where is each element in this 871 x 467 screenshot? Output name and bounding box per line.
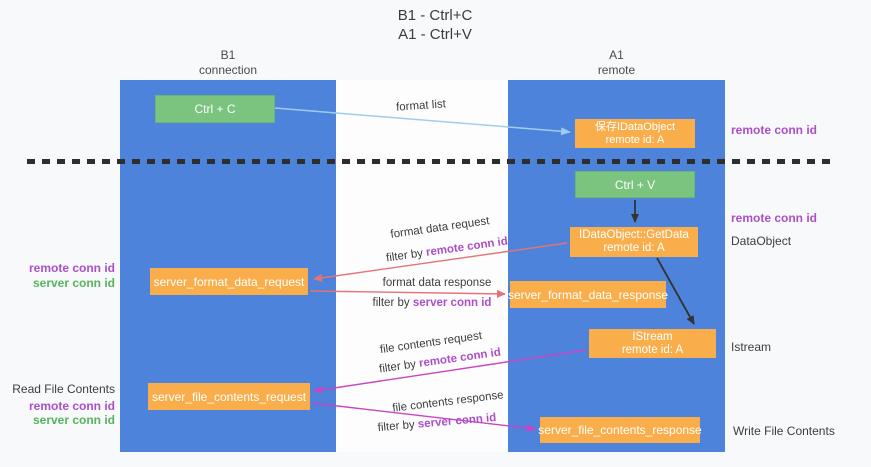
server-conn-id-text: server conn id bbox=[412, 297, 492, 309]
node-ctrl-v: Ctrl + V bbox=[575, 171, 695, 198]
title-line-1: B1 - Ctrl+C bbox=[397, 7, 473, 24]
annotation-remote-conn-id-left-2: remote conn id bbox=[28, 399, 115, 413]
node-ctrl-c-label: Ctrl + C bbox=[194, 102, 236, 116]
annotation-server-conn-id-left-2: server conn id bbox=[32, 413, 115, 427]
node-ctrl-c: Ctrl + C bbox=[155, 95, 275, 123]
node-getdata-line2: remote id: A bbox=[603, 242, 665, 254]
node-save-idataobject-line2: remote id: A bbox=[605, 133, 665, 146]
annotation-remote-conn-id-mid: remote conn id bbox=[731, 211, 818, 225]
node-server-format-data-request: server_format_data_request bbox=[150, 268, 308, 295]
lane-header-a1: A1 remote bbox=[508, 48, 725, 78]
lane-a1-name: A1 bbox=[609, 48, 624, 62]
node-save-idataobject: 保存IDataObject remote id: A bbox=[575, 119, 695, 148]
node-server-file-contents-response: server_file_contents_response bbox=[538, 417, 702, 443]
node-server-format-data-response: server_format_data_response bbox=[507, 281, 669, 308]
node-server-format-data-response-label: server_format_data_response bbox=[507, 287, 669, 302]
title-line-2: A1 - Ctrl+V bbox=[398, 26, 472, 43]
node-istream-line2: remote id: A bbox=[621, 343, 684, 356]
node-server-format-data-request-label: server_format_data_request bbox=[153, 274, 305, 289]
annotation-istream: Istream bbox=[731, 340, 772, 354]
node-getdata-line1: IDataObject::GetData bbox=[579, 229, 689, 241]
annotation-dataobject: DataObject bbox=[731, 234, 792, 248]
node-server-file-contents-request: server_file_contents_request bbox=[148, 383, 310, 410]
edge-label-format-data-response-filter: filter by server conn id bbox=[373, 297, 492, 309]
node-istream: IStream remote id: A bbox=[589, 329, 716, 358]
node-server-file-contents-request-label: server_file_contents_request bbox=[151, 389, 307, 404]
lane-a1-role: remote bbox=[597, 63, 636, 77]
annotation-remote-conn-id-top: remote conn id bbox=[731, 123, 818, 137]
filter-by-text: filter by bbox=[372, 297, 410, 309]
lane-b1-name: B1 bbox=[220, 48, 236, 62]
annotation-remote-conn-id-left-1: remote conn id bbox=[28, 261, 115, 275]
annotation-read-file-contents: Read File Contents bbox=[12, 382, 115, 396]
node-istream-line1: IStream bbox=[632, 330, 673, 343]
annotation-server-conn-id-left-1: server conn id bbox=[32, 276, 115, 290]
annotation-write-file-contents: Write File Contents bbox=[733, 424, 835, 438]
node-save-idataobject-line1: 保存IDataObject bbox=[594, 120, 676, 133]
node-server-file-contents-response-label: server_file_contents_response bbox=[538, 423, 702, 437]
edge-label-format-data-response: format data response bbox=[382, 277, 492, 289]
node-idataobject-getdata: IDataObject::GetData remote id: A bbox=[570, 227, 698, 257]
lane-header-b1: B1 connection bbox=[120, 48, 336, 78]
diagram-title: B1 - Ctrl+C A1 - Ctrl+V bbox=[330, 6, 540, 44]
node-ctrl-v-label: Ctrl + V bbox=[614, 177, 656, 192]
session-divider-dashed-line bbox=[27, 159, 833, 164]
lane-b1-role: connection bbox=[198, 63, 258, 77]
